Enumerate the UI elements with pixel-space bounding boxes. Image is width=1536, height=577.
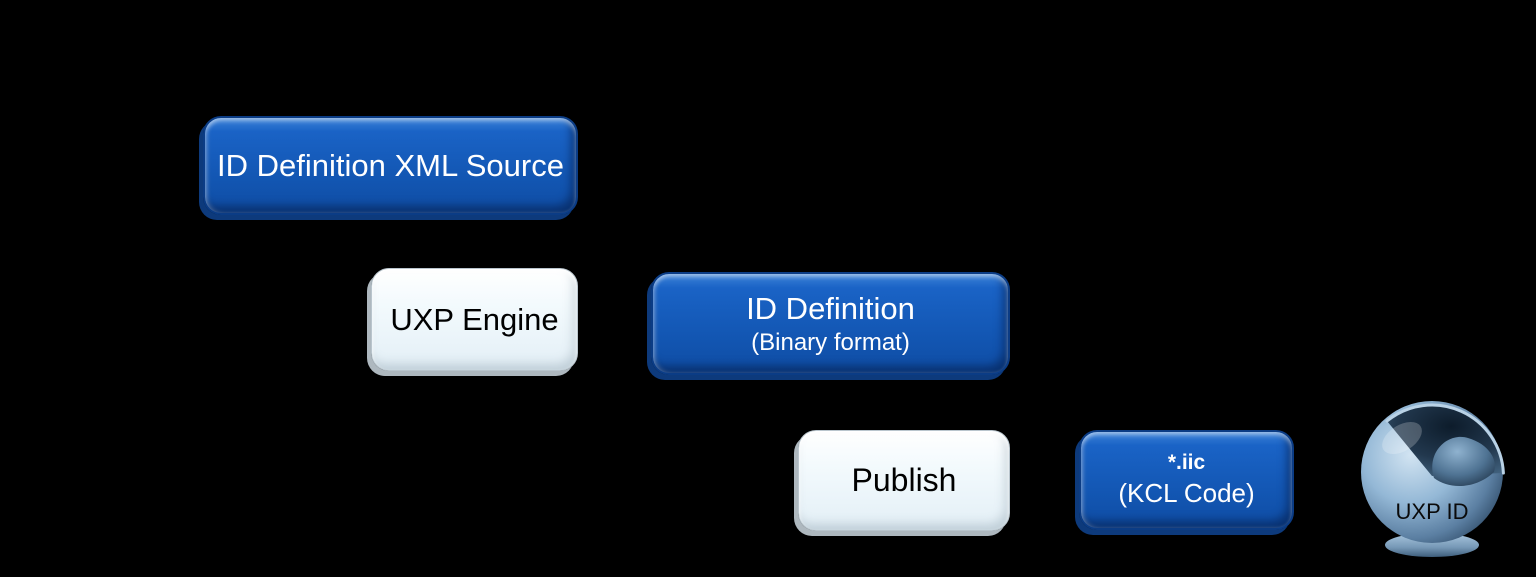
sphere-base	[1385, 533, 1479, 557]
node-label: *.iic	[1167, 450, 1206, 474]
node-publish: Publish	[798, 430, 1010, 531]
node-label: Publish	[851, 462, 957, 499]
uxp-id-sphere-label: UXP ID	[1396, 499, 1469, 524]
sphere-cut-rim	[1385, 403, 1505, 475]
sphere-inner-core	[1432, 436, 1495, 487]
node-sublabel: (Binary format)	[751, 328, 910, 356]
sphere-highlight	[1382, 421, 1422, 455]
uxp-id-sphere-icon: UXP ID	[1356, 392, 1508, 560]
node-id-definition-xml-source: ID Definition XML Source	[203, 116, 578, 215]
node-sublabel: (KCL Code)	[1118, 478, 1255, 509]
node-label: ID Definition XML Source	[217, 147, 564, 183]
node-label: ID Definition	[746, 290, 915, 326]
node-label: UXP Engine	[390, 301, 559, 337]
node-uxp-engine: UXP Engine	[371, 268, 578, 371]
node-iic-kcl-code: *.iic (KCL Code)	[1079, 430, 1294, 530]
node-id-definition-binary: ID Definition (Binary format)	[651, 272, 1010, 375]
